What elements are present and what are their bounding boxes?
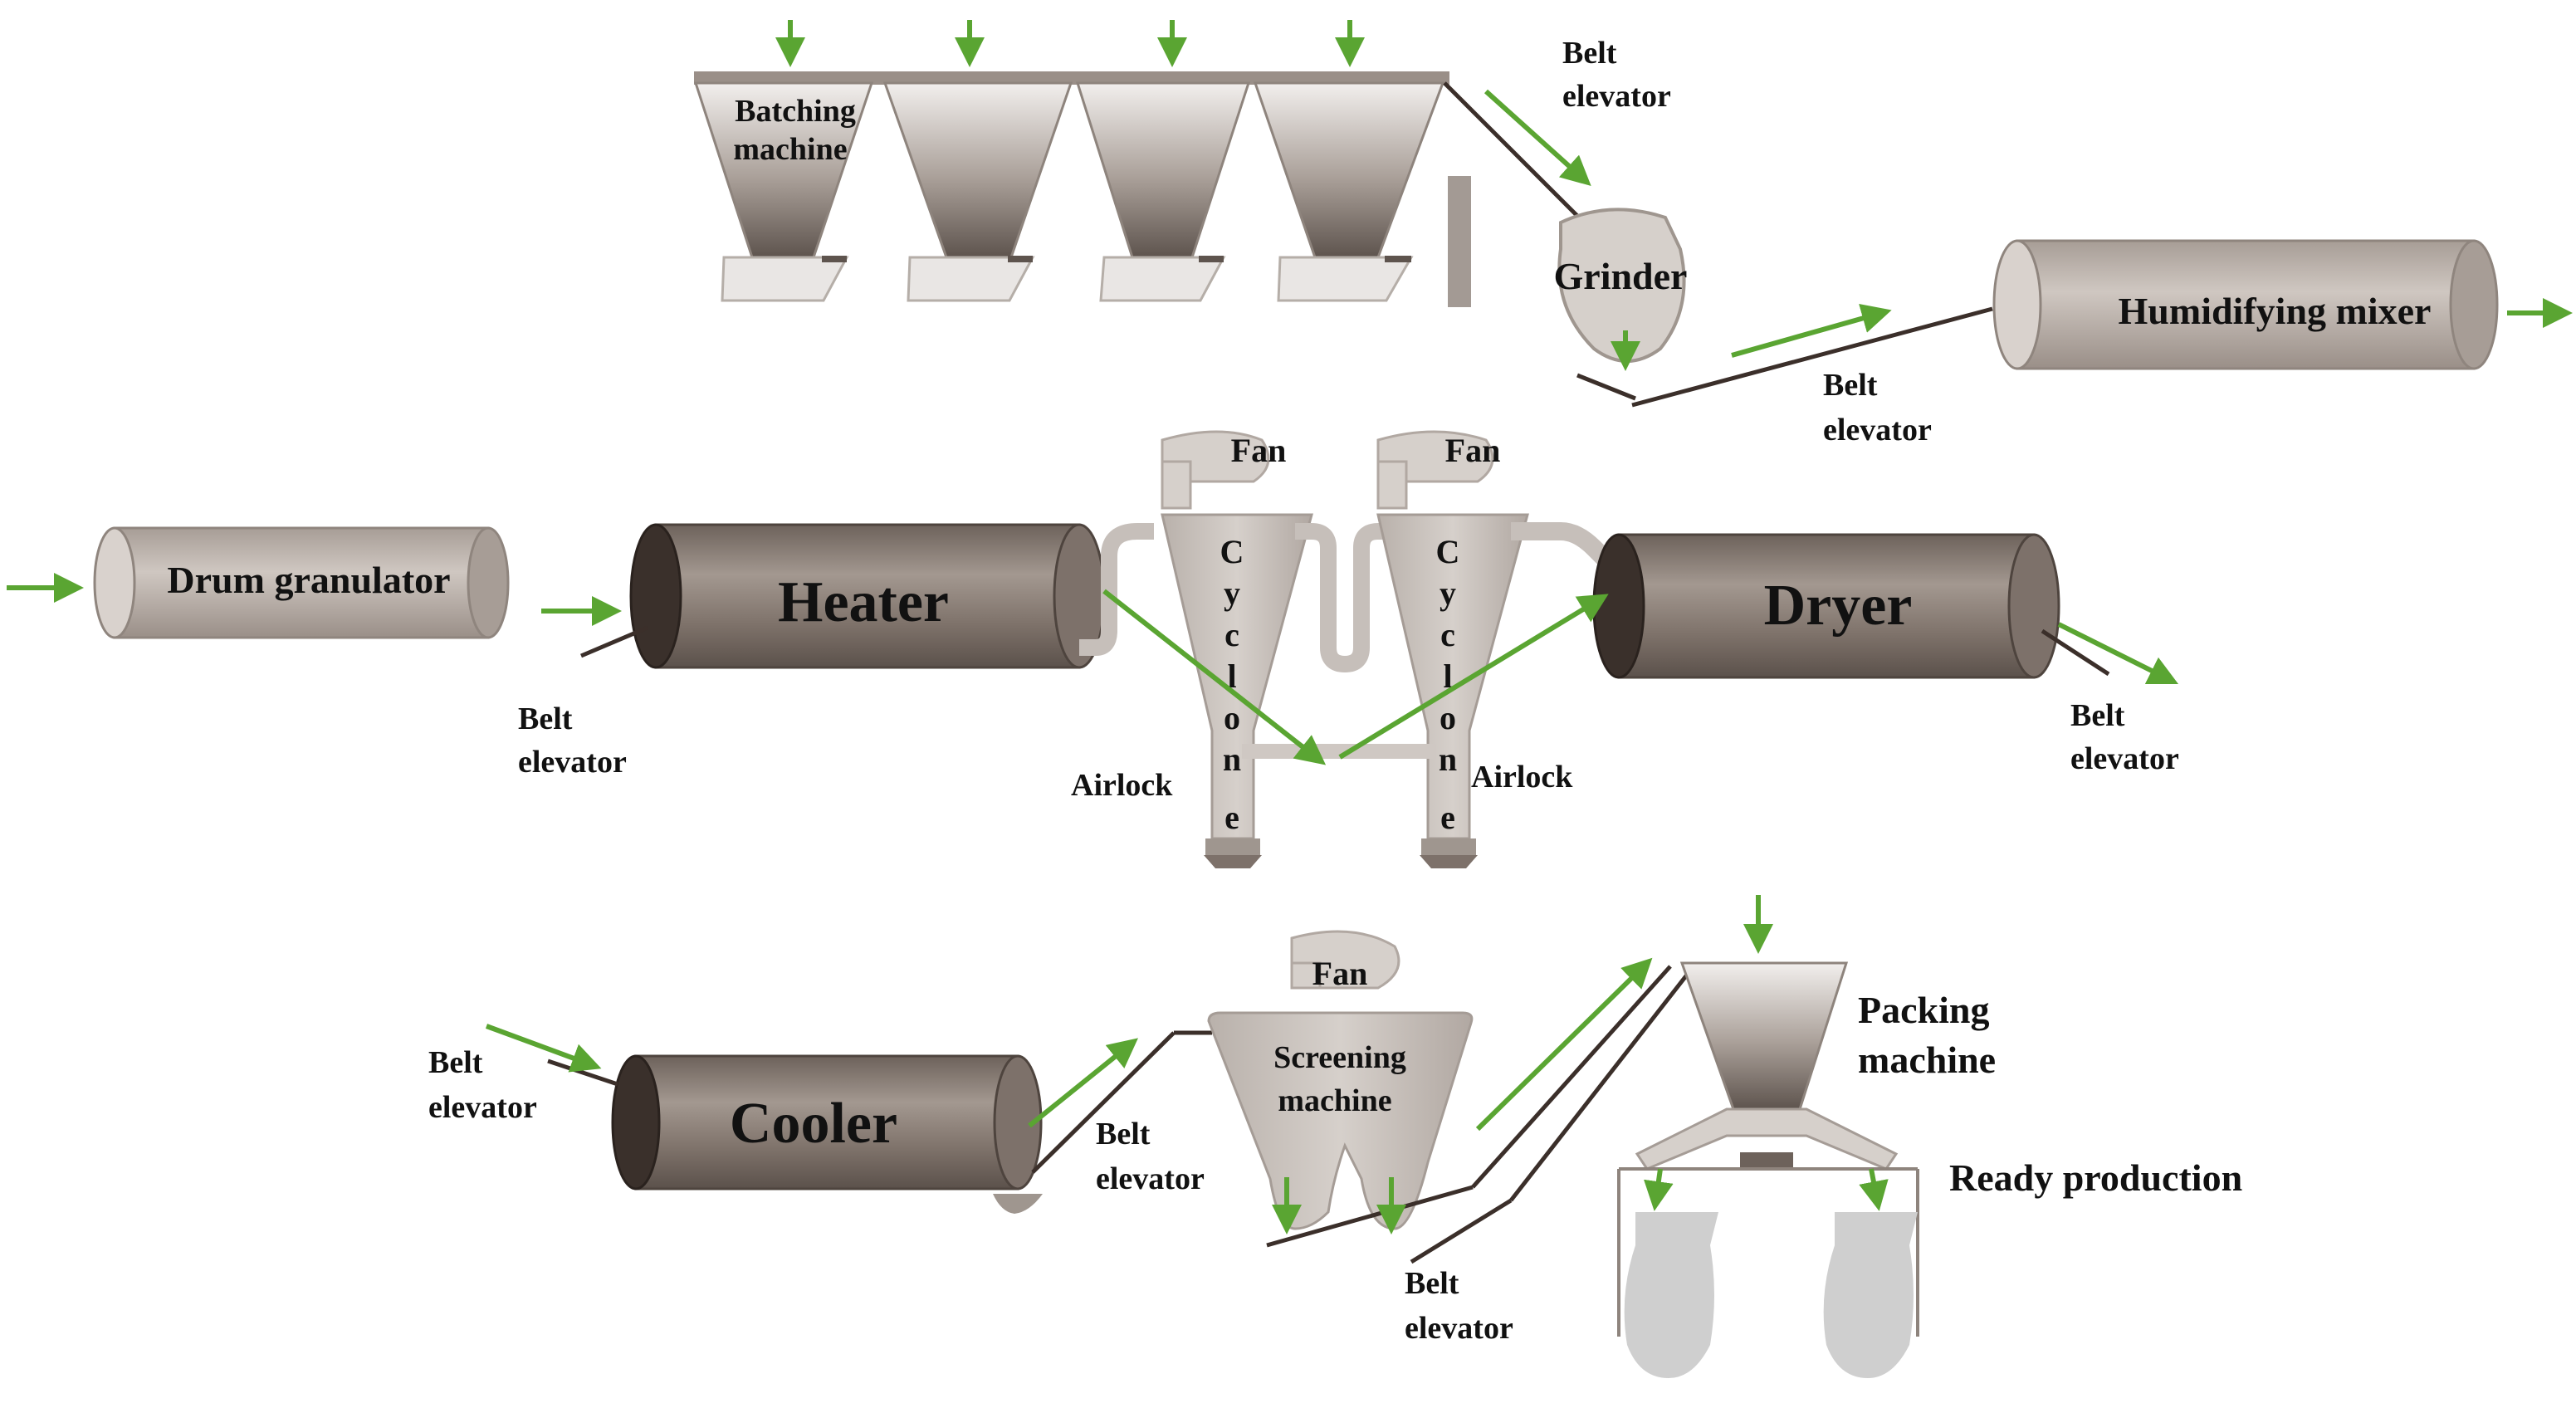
batching-machine (693, 71, 1579, 307)
heater (629, 523, 1106, 669)
cyclone-1-letter-e: e (1224, 799, 1239, 836)
packing-machine (1617, 961, 1919, 1337)
belt-elevator-to-cooler (547, 1058, 618, 1087)
arrow-to-bag-left (1643, 1168, 1674, 1211)
cyclone-1-letter-n: n (1223, 741, 1241, 778)
product-bag-left (1624, 1212, 1718, 1378)
belt-under-screening (1266, 1185, 1474, 1248)
dryer (1592, 533, 2060, 679)
row3-flow-arrows (485, 895, 1889, 1234)
packing-machine-label-2: machine (1858, 1039, 1996, 1081)
arrow-to-mixer (1731, 304, 1892, 358)
heater-label: Heater (778, 570, 949, 634)
cyclone-2-letter-c: C (1436, 533, 1460, 570)
arrow-to-packing (1475, 957, 1653, 1132)
belt-elevator-from-dryer (2041, 628, 2110, 677)
cyclone-1-letter-c2: c (1224, 616, 1239, 653)
fan-label-2: Fan (1445, 432, 1501, 469)
cyclone-1-letter-y: y (1224, 574, 1240, 612)
arrow-dryer-out (2057, 622, 2179, 685)
humidifying-mixer-label: Humidifying mixer (2119, 290, 2432, 332)
grinder (1557, 208, 1686, 363)
screening-machine-label-2: machine (1278, 1083, 1391, 1118)
dryer-label: Dryer (1764, 574, 1913, 638)
cyclone-1-label: C y c l o n e (1220, 533, 1244, 836)
drum-granulator-label: Drum granulator (167, 559, 450, 601)
arrow-cooler-to-screening (1028, 1038, 1139, 1128)
airlock-label-1: Airlock (1071, 768, 1173, 803)
packing-sensor (1740, 1152, 1793, 1171)
cyclone-2-letter-n: n (1439, 741, 1457, 778)
bottom-duct (1242, 744, 1436, 759)
belt-elevator-label-4a: Belt (2070, 698, 2125, 733)
belt-elevator-label-4b: elevator (2070, 741, 2179, 776)
belt-elevator-label-1b: elevator (1562, 79, 1671, 114)
screening-machine-label-1: Screening (1273, 1040, 1406, 1075)
belt-elevator-to-mixer (1631, 306, 1993, 408)
belt-elevator-label-6b: elevator (1096, 1161, 1205, 1196)
belt-elevator-label-7a: Belt (1405, 1266, 1459, 1301)
belt-elevator-label-1a: Belt (1562, 36, 1617, 71)
cyclone-2-letter-c2: c (1440, 616, 1455, 653)
belt-elevator-label-3b: elevator (518, 745, 627, 780)
cyclone-1 (1161, 430, 1313, 868)
arrow-heater-to-cyclone (1102, 589, 1327, 765)
belt-elevator-to-heater (580, 625, 648, 658)
ready-production-label: Ready production (1949, 1156, 2242, 1199)
belt-elevator-label-2b: elevator (1823, 413, 1932, 447)
arrow-cyclone-to-dryer (1338, 594, 1609, 760)
batching-machine-label-2: machine (733, 132, 847, 167)
fan-label-1: Fan (1231, 432, 1287, 469)
drum-granulator (93, 526, 510, 639)
cyclone-2-letter-y: y (1440, 574, 1456, 612)
grinder-label: Grinder (1554, 255, 1688, 297)
belt-elevator-to-packing-1 (1471, 965, 1672, 1189)
cyclone-2-label: C y c l o n e (1436, 533, 1460, 836)
batching-hopper-2 (882, 81, 1073, 302)
cyclone-2 (1376, 430, 1529, 868)
belt-elevator-label-2a: Belt (1823, 368, 1878, 403)
batching-hopper-1 (693, 81, 874, 302)
batching-machine-label-1: Batching (735, 94, 856, 129)
dryer-duct (1511, 522, 1634, 588)
arrow-to-grinder (1484, 89, 1591, 187)
belt-elevator-label-5b: elevator (428, 1090, 537, 1125)
belt-elevator-to-screening (1031, 1031, 1176, 1174)
belt-elevator-label-7b: elevator (1405, 1311, 1513, 1346)
belt-elevator-label-6a: Belt (1096, 1117, 1151, 1151)
packing-machine-label-1: Packing (1858, 989, 1989, 1031)
airlock-label-2: Airlock (1471, 760, 1573, 794)
cyclone-2-letter-e: e (1440, 799, 1455, 836)
cooler-label: Cooler (730, 1092, 897, 1156)
cyclone-1-letter-o: o (1224, 699, 1240, 736)
cyclone-connector (1295, 523, 1411, 673)
arrow-to-cooler (485, 1024, 602, 1073)
belt-elevator-to-packing-2 (1509, 965, 1695, 1202)
cooler (611, 1054, 1043, 1214)
grinder-belt-short (1576, 373, 1636, 401)
row2-flow-arrows (7, 573, 2179, 765)
batching-hopper-4 (1253, 81, 1445, 302)
belt-elevator-label-3a: Belt (518, 702, 573, 736)
cyclone-1-letter-l: l (1227, 658, 1236, 695)
row1-flow-arrows (775, 20, 2573, 371)
humidifying-mixer (1992, 239, 2499, 370)
cyclone-2-letter-l: l (1443, 658, 1452, 695)
cyclone-1-letter-c: C (1220, 533, 1244, 570)
cyclone-2-letter-o: o (1440, 699, 1456, 736)
product-bag-right (1823, 1212, 1918, 1378)
fan-label-3: Fan (1312, 955, 1368, 992)
arrow-to-bag-right (1859, 1168, 1889, 1211)
batching-hopper-3 (1075, 81, 1251, 302)
belt-elevator-label-5a: Belt (428, 1045, 483, 1080)
